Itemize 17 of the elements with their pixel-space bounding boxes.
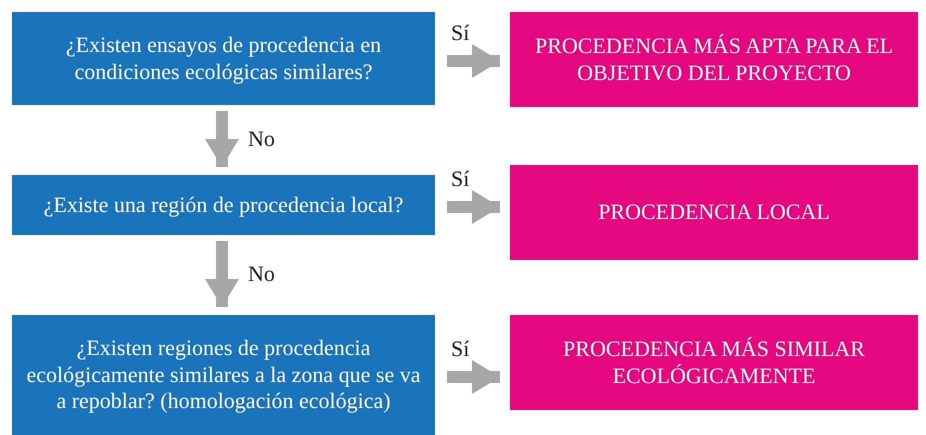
- arrow: [447, 44, 500, 78]
- node-text: ¿Existen ensayos de procedencia en condiciones ecológicas similares?: [64, 32, 382, 85]
- node-text: PROCEDENCIA MÁS APTA PARA EL OBJETIVO DEL PROYECTO: [534, 33, 894, 86]
- result-box: [510, 165, 918, 260]
- question-box: [12, 175, 435, 235]
- arrow: [447, 190, 500, 224]
- node-text: PROCEDENCIA LOCAL: [598, 199, 830, 226]
- arrow: [447, 360, 500, 394]
- node-text: PROCEDENCIA MÁS SIMILAR ECOLÓGICAMENTE: [562, 336, 866, 389]
- node-text: ¿Existe una región de procedencia local?: [44, 192, 404, 218]
- arrow: [205, 241, 239, 307]
- node-text: ¿Existen regiones de procedencia ecológicamente similares a la zona que se va a repoblar? (homologación ecológica): [26, 335, 422, 415]
- question-box: [12, 315, 435, 435]
- arrow: [205, 111, 239, 167]
- question-box: [12, 12, 435, 105]
- result-box: [510, 12, 918, 107]
- result-box: [510, 315, 918, 410]
